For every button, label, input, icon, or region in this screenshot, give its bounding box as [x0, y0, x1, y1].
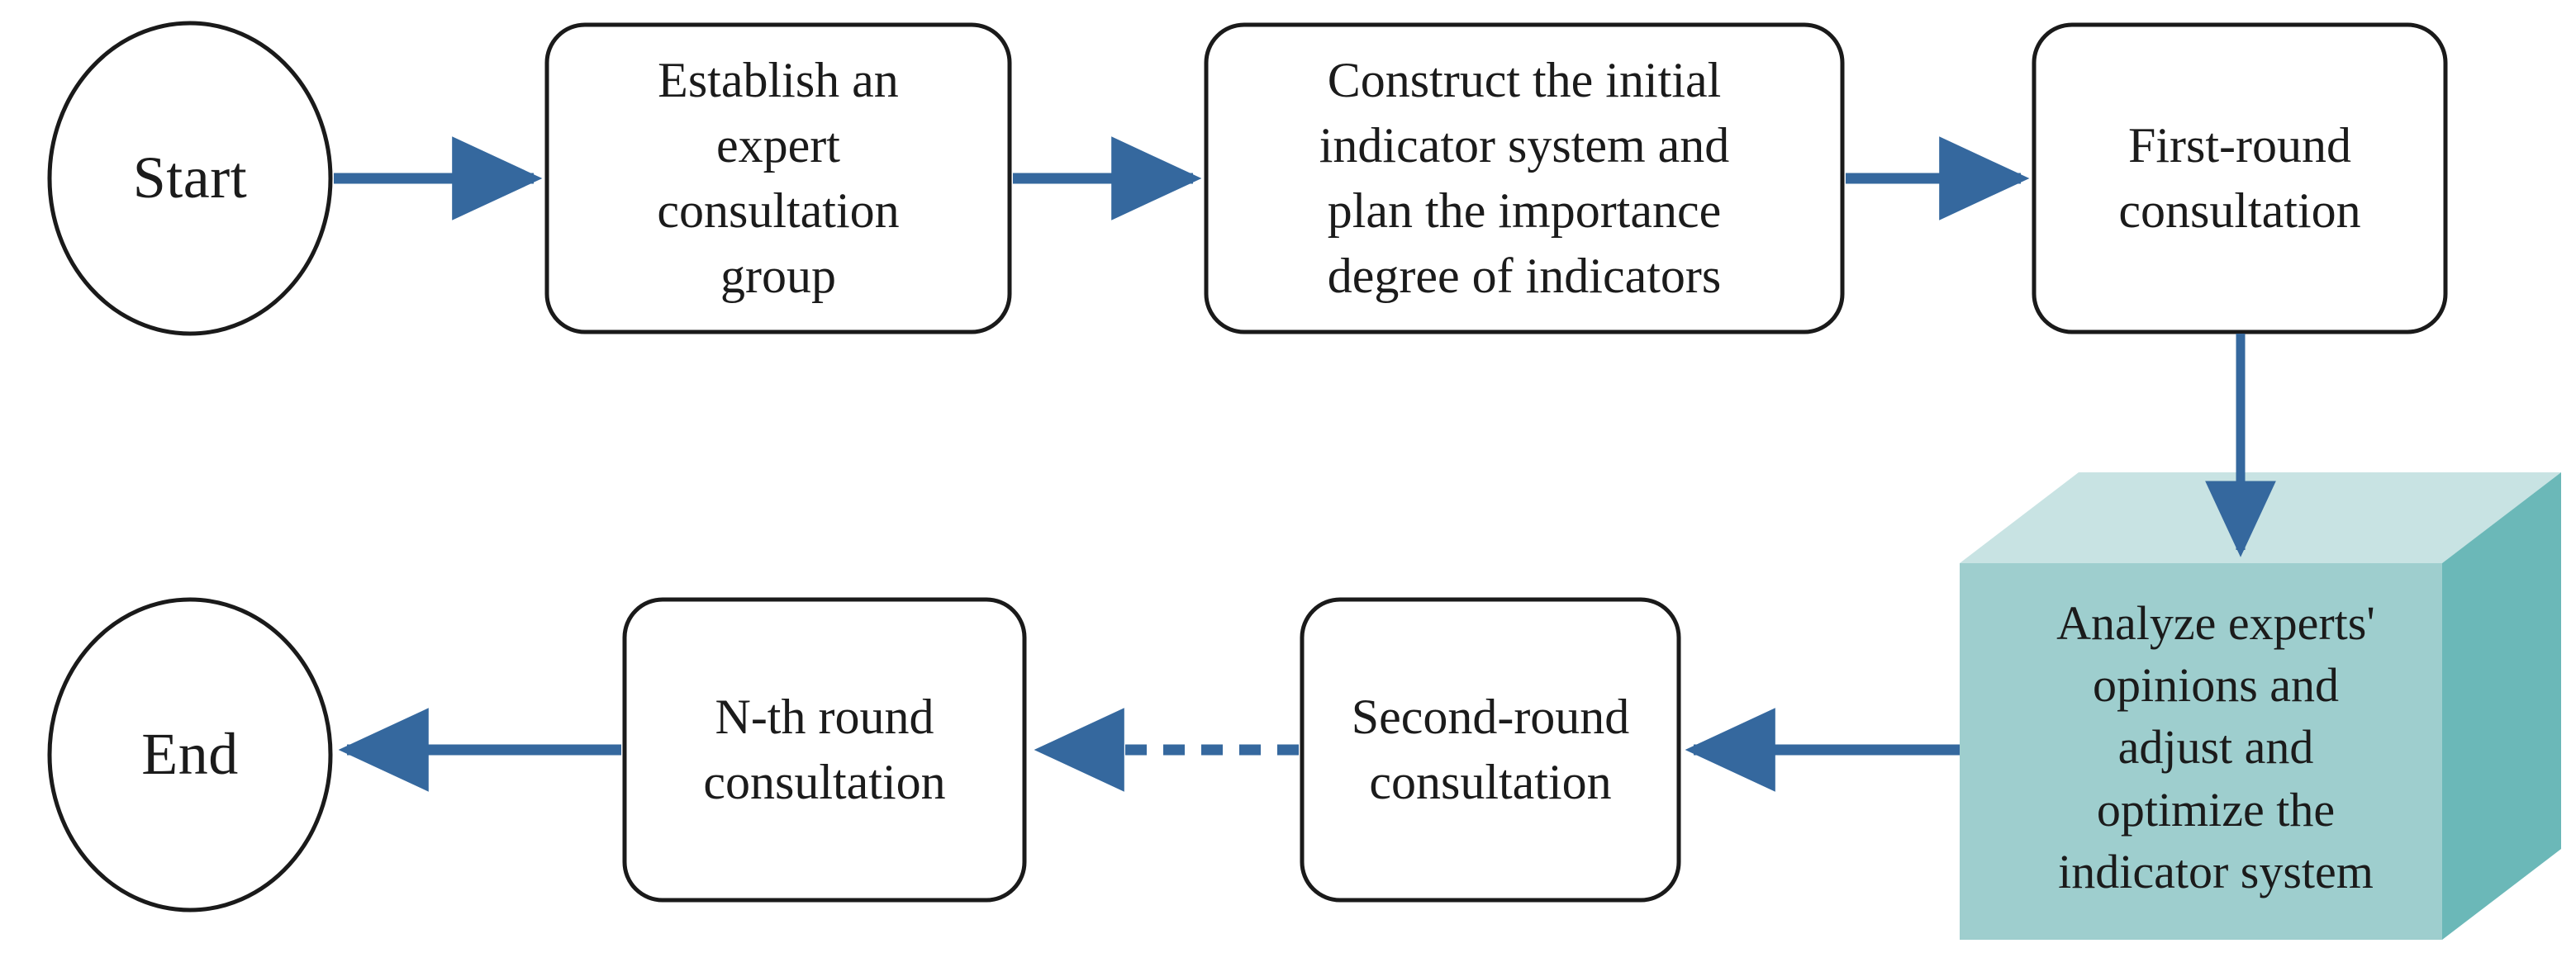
cube-side-face [2442, 472, 2561, 940]
node-nthround-shape[interactable] [622, 597, 1027, 903]
node-end-shape[interactable] [47, 597, 333, 912]
node-second-shape[interactable] [1300, 597, 1681, 903]
cube-front-face [1960, 563, 2442, 940]
node-firstround-shape[interactable] [2032, 22, 2448, 334]
node-analyze-cube[interactable] [1960, 472, 2561, 940]
node-construct-shape[interactable] [1204, 22, 1845, 334]
node-start-shape[interactable] [47, 21, 333, 336]
node-expert-shape[interactable] [544, 22, 1012, 334]
